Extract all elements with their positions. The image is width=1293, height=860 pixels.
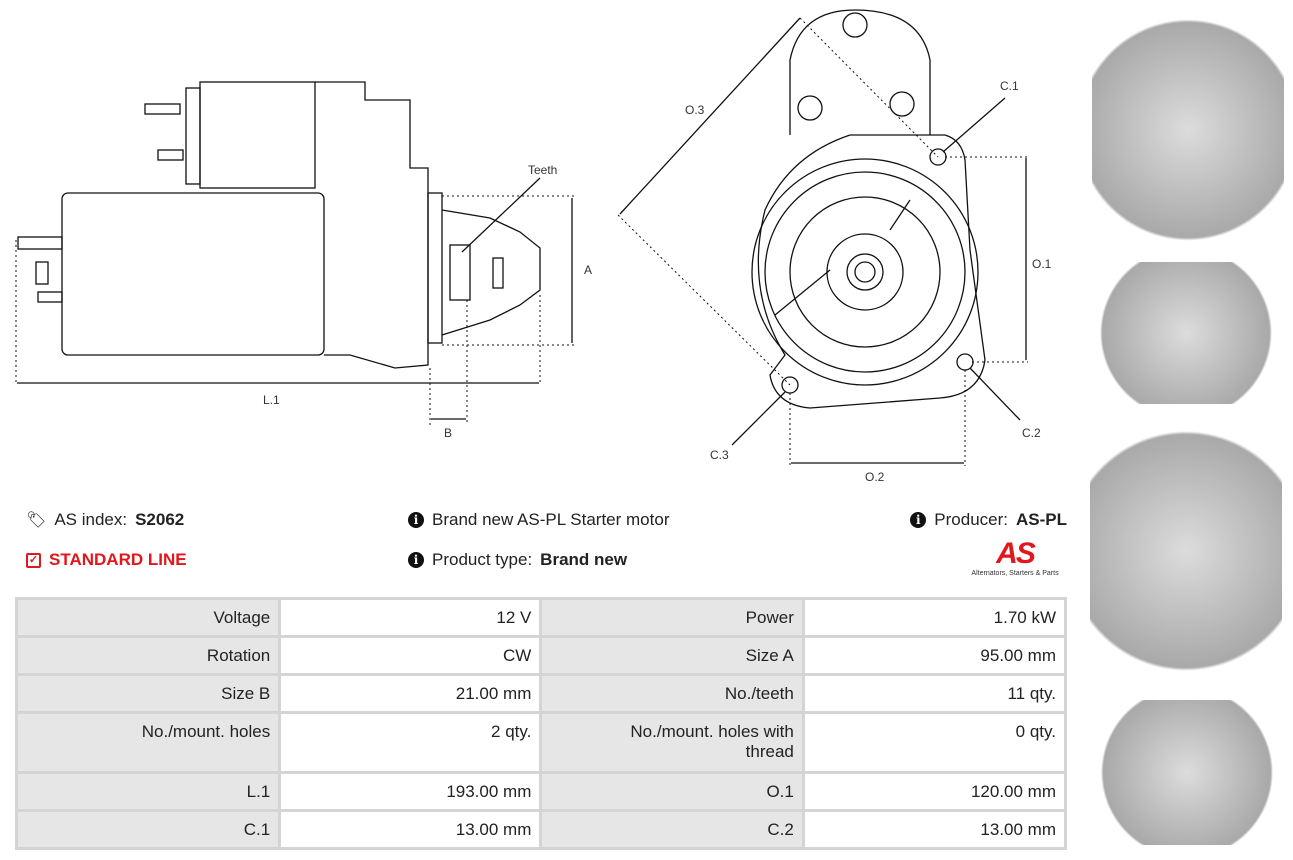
as-index: 🏷 AS index: S2062 (26, 510, 184, 530)
as-index-value: S2062 (135, 510, 185, 529)
label-a: A (584, 263, 592, 277)
side-view-drawing: Teeth A L.1 B (15, 81, 592, 440)
spec-label: No./mount. holes with thread (539, 711, 805, 774)
spec-label: Size A (539, 635, 805, 676)
spec-label: Rotation (14, 635, 282, 676)
product-photo-rear[interactable] (1090, 415, 1282, 687)
product-photo-side[interactable] (1090, 262, 1282, 404)
label-teeth: Teeth (528, 163, 557, 177)
logo-tagline: Alternators, Starters & Parts (971, 570, 1059, 577)
spec-value: 13.00 mm (801, 809, 1068, 850)
spec-label: Size B (14, 673, 282, 714)
front-view-drawing: O.3 C.1 O.1 C.2 C.3 O.2 (617, 9, 1052, 484)
spec-value: 13.00 mm (278, 809, 543, 850)
checkbox-icon: ✓ (26, 552, 41, 568)
label-c2: C.2 (1022, 426, 1041, 440)
spec-value: 120.00 mm (801, 771, 1068, 812)
standard-line-badge: ✓ STANDARD LINE (26, 550, 187, 570)
spec-label: O.1 (539, 771, 805, 812)
label-c1: C.1 (1000, 79, 1019, 93)
spec-value: 95.00 mm (801, 635, 1068, 676)
label-c3: C.3 (710, 448, 729, 462)
spec-label: Voltage (14, 597, 282, 638)
product-type: i Product type: Brand new (408, 550, 627, 570)
description-text: Brand new AS-PL Starter motor (432, 510, 670, 529)
spec-value: 2 qty. (278, 711, 543, 774)
dimension-labels: Teeth A L.1 B (263, 163, 592, 440)
as-pl-logo: AS Alternators, Starters & Parts (960, 538, 1070, 577)
spec-label: L.1 (14, 771, 282, 812)
description: i Brand new AS-PL Starter motor (408, 510, 669, 530)
spec-label: C.2 (539, 809, 805, 850)
product-photo-front[interactable] (1092, 10, 1284, 250)
line-label: STANDARD LINE (49, 550, 187, 569)
spec-value: 193.00 mm (278, 771, 543, 812)
spec-label: Power (539, 597, 805, 638)
spec-value: 1.70 kW (801, 597, 1068, 638)
producer-label: Producer: (934, 510, 1008, 529)
label-o2: O.2 (865, 470, 885, 484)
label-o3: O.3 (685, 103, 705, 117)
spec-value: 21.00 mm (278, 673, 543, 714)
product-type-label: Product type: (432, 550, 533, 569)
spec-label: No./teeth (539, 673, 805, 714)
label-l1: L.1 (263, 393, 280, 407)
label-b: B (444, 426, 452, 440)
spec-label: C.1 (14, 809, 282, 850)
spec-value: 0 qty. (801, 711, 1068, 774)
producer: i Producer: AS-PL (910, 510, 1067, 530)
producer-value: AS-PL (1016, 510, 1067, 529)
spec-value: 11 qty. (801, 673, 1068, 714)
info-icon: i (408, 512, 424, 528)
info-icon: i (408, 552, 424, 568)
product-photo-side-2[interactable] (1092, 700, 1282, 845)
spec-value: CW (278, 635, 543, 676)
as-index-label: AS index: (54, 510, 128, 529)
spec-label: No./mount. holes (14, 711, 282, 774)
spec-value: 12 V (278, 597, 543, 638)
label-o1: O.1 (1032, 257, 1052, 271)
logo-mark: AS (960, 538, 1070, 570)
product-type-value: Brand new (540, 550, 628, 569)
info-icon: i (910, 512, 927, 528)
tags-icon: 🏷 (26, 512, 47, 529)
